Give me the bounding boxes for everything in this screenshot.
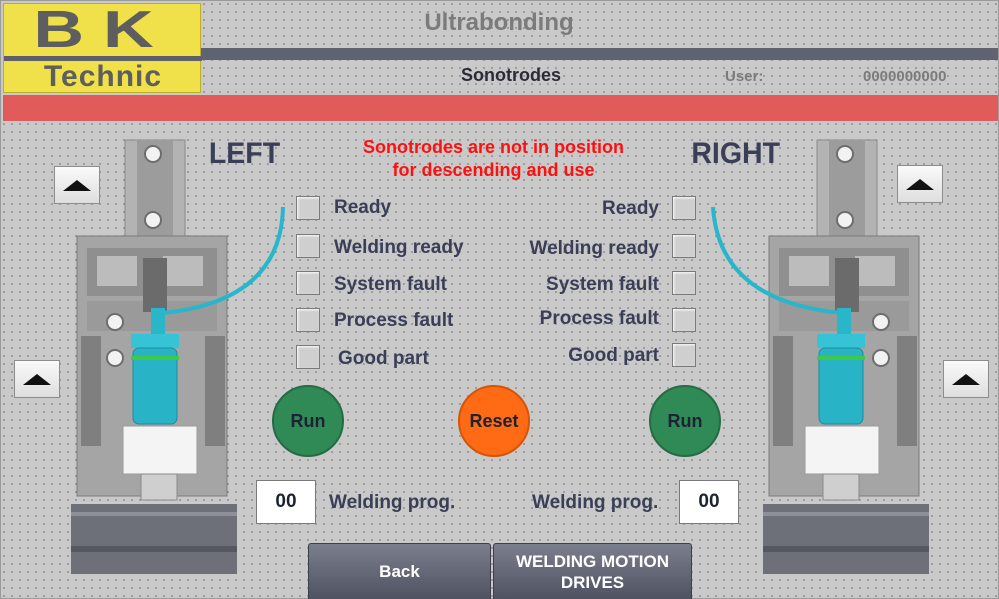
- right-side-title: RIGHT: [691, 137, 780, 170]
- left-run-button[interactable]: Run: [272, 385, 344, 457]
- logo-line-1: BK: [33, 1, 173, 59]
- right-lower-arrow-button[interactable]: [943, 360, 989, 398]
- right-system-fault-indicator: [672, 271, 696, 295]
- left-air-hose-icon: [162, 206, 285, 315]
- left-lower-arrow-button[interactable]: [14, 360, 60, 398]
- arrow-up-icon: [23, 373, 51, 385]
- position-warning-line-2: for descending and use: [392, 160, 595, 180]
- left-welding-ready-indicator: [296, 234, 320, 258]
- right-good-part-indicator: [672, 343, 696, 367]
- position-warning-line-1: Sonotrodes are not in position: [363, 137, 624, 157]
- left-side-title: LEFT: [208, 137, 281, 170]
- right-process-fault-label: Process fault: [539, 308, 659, 329]
- right-run-button[interactable]: Run: [649, 385, 721, 457]
- left-sonotrode-illustration: [67, 136, 242, 576]
- logo-divider: [4, 56, 202, 61]
- logo-line-2: Technic: [43, 60, 163, 93]
- welding-motion-drives-button[interactable]: WELDING MOTION DRIVES: [493, 543, 692, 599]
- app-title: Ultrabonding: [424, 9, 574, 36]
- brand-logo: BK Technic: [3, 3, 202, 93]
- left-welding-prog-label: Welding prog.: [329, 492, 456, 513]
- left-good-part-label: Good part: [338, 348, 429, 369]
- right-air-hose-icon: [711, 206, 842, 315]
- right-ready-label: Ready: [601, 198, 659, 219]
- screen-title: Sonotrodes: [460, 65, 561, 85]
- left-process-fault-indicator: [296, 308, 320, 332]
- right-welding-prog-label: Welding prog.: [532, 492, 659, 513]
- left-welding-ready-label: Welding ready: [334, 237, 464, 258]
- right-good-part-label: Good part: [568, 345, 659, 366]
- back-button[interactable]: Back: [308, 543, 491, 599]
- right-welding-prog-field[interactable]: 00: [679, 480, 739, 524]
- right-system-fault-label: System fault: [546, 274, 659, 295]
- left-process-fault-label: Process fault: [334, 310, 454, 331]
- alarm-bar: [3, 95, 998, 121]
- left-good-part-indicator: [296, 345, 320, 369]
- left-welding-prog-field[interactable]: 00: [256, 480, 316, 524]
- reset-button[interactable]: Reset: [458, 385, 530, 457]
- right-welding-ready-label: Welding ready: [529, 238, 659, 259]
- right-process-fault-indicator: [672, 308, 696, 332]
- arrow-up-icon: [952, 373, 980, 385]
- right-sonotrode-illustration: [759, 136, 934, 576]
- left-ready-label: Ready: [334, 197, 392, 218]
- arrow-up-icon: [906, 178, 934, 190]
- left-system-fault-indicator: [296, 271, 320, 295]
- left-system-fault-label: System fault: [334, 274, 447, 295]
- user-label: User:: [725, 68, 764, 85]
- right-welding-ready-indicator: [672, 234, 696, 258]
- header-divider-bar: [201, 48, 998, 60]
- left-upper-arrow-button[interactable]: [54, 166, 100, 204]
- right-upper-arrow-button[interactable]: [897, 165, 943, 203]
- left-ready-indicator: [296, 196, 320, 220]
- user-value: 0000000000: [863, 68, 947, 85]
- right-ready-indicator: [672, 196, 696, 220]
- arrow-up-icon: [63, 179, 91, 191]
